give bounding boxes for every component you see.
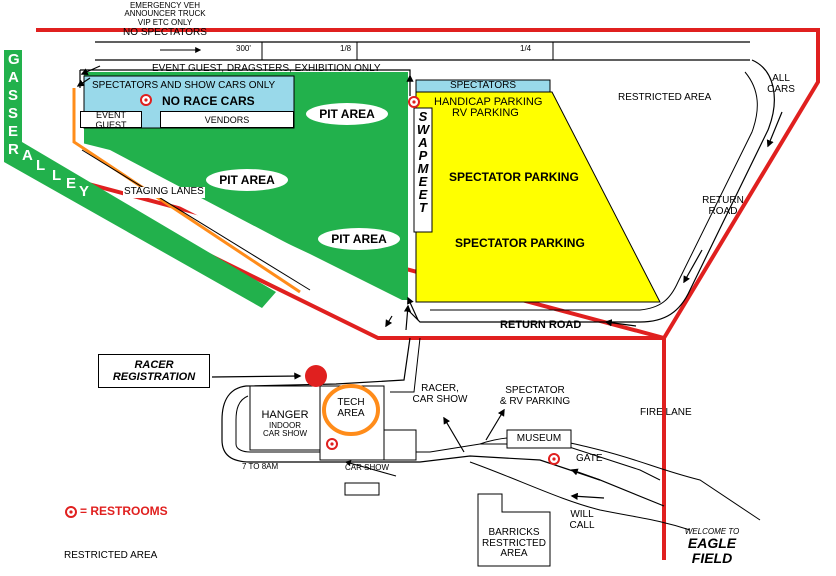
car-show-label: CAR SHOW [345, 463, 389, 472]
return-road-right-inner [430, 71, 758, 311]
no-race-cars-label: NO RACE CARS [162, 94, 255, 108]
gasser-letter: S [8, 105, 19, 122]
pit-area-label: PIT AREA [306, 103, 388, 125]
rv-parking-label: RV PARKING [452, 107, 519, 119]
spectator-parking-label: SPECTATOR PARKING [455, 236, 585, 250]
spectator-rv-parking-label: SPECTATOR& RV PARKING [499, 385, 571, 407]
arrow-spectator [485, 408, 505, 441]
arrow-left-strip [76, 77, 91, 87]
hanger-label: HANGER INDOOR CAR SHOW [261, 409, 309, 438]
distance-1-4-label: 1/4 [520, 44, 532, 53]
staging-lanes-label: STAGING LANES [123, 186, 205, 198]
arrow-gate [570, 468, 601, 481]
spectators-label: SPECTATORS [449, 80, 517, 91]
hanger-building [249, 385, 321, 451]
vendors-box: VENDORS [160, 111, 294, 128]
swap-meet-column [413, 107, 433, 233]
restricted-area-label: RESTRICTED AREA [618, 92, 712, 103]
museum-label: MUSEUM [516, 433, 562, 444]
event-guest-box: EVENT GUEST [80, 110, 142, 130]
welcome-label: WELCOME TO EAGLE FIELD [684, 527, 740, 567]
pit-area-label: PIT AREA [206, 169, 288, 191]
event-guest-only-label: EVENT GUEST, DRAGSTERS, EXHIBITION ONLY [152, 63, 381, 74]
emergency-label: EMERGENCY VEH ANNOUNCER TRUCK VIP ETC ON… [124, 1, 206, 27]
arrow-up-road [403, 304, 412, 331]
alley-letter: L [36, 157, 46, 174]
gasser-alley-strip [4, 50, 276, 308]
staging-lanes-path [66, 140, 380, 306]
tech-building-b [383, 429, 417, 461]
barricks-building [477, 493, 551, 567]
no-spectators-label: NO SPECTATORS [123, 27, 207, 38]
arrow-will-call [570, 492, 605, 500]
restrooms-legend-label: = RESTROOMS [80, 504, 168, 518]
spectators-strip [415, 79, 551, 93]
fire-lane-label: FIRE LANE [640, 407, 692, 418]
arrow-return-right [683, 249, 703, 284]
racer-car-show-label: RACER,CAR SHOW [412, 383, 468, 405]
arrow-car-show [344, 460, 397, 477]
restroom-legend-icon [65, 506, 77, 518]
restricted-area-bottom-label: RESTRICTED AREA [64, 550, 158, 561]
restroom-icon [140, 94, 152, 106]
gasser-letter: G [8, 51, 20, 68]
gate-road [479, 436, 761, 521]
arrow-racer [443, 416, 465, 453]
gasser-letter: R [8, 141, 19, 158]
arrow-pit-entry [385, 315, 393, 328]
spectator-parking-region [415, 91, 661, 303]
return-road-right [407, 59, 775, 323]
restroom-icon [548, 453, 560, 465]
gate-label: GATE [576, 453, 603, 464]
alley-letter: Y [79, 183, 90, 200]
pit-area-label: PIT AREA [318, 228, 400, 250]
arrow-registration [211, 372, 302, 380]
arrow-left-top [80, 65, 101, 75]
handicap-parking-label: HANDICAP PARKING [434, 96, 543, 108]
return-road-label: RETURN ROAD [500, 319, 582, 331]
car-show-building [344, 482, 380, 496]
staging-black-line [81, 149, 311, 291]
gasser-letter: E [8, 123, 19, 140]
alley-letter: A [22, 147, 33, 164]
registration-marker [305, 365, 327, 387]
distance-300-label: 300' [236, 44, 251, 53]
gasser-letter: S [8, 87, 19, 104]
alley-letter: L [52, 167, 62, 184]
arrow-return-corner [407, 296, 419, 321]
gasser-letter: A [8, 69, 19, 86]
gate-road-lower [469, 461, 691, 531]
arrow-all-cars [766, 111, 783, 148]
lower-access-road [221, 337, 665, 507]
spectators-show-cars-label: SPECTATORS AND SHOW CARS ONLY [92, 80, 276, 91]
alley-letter: E [66, 175, 77, 192]
distance-1-8-label: 1/8 [340, 44, 352, 53]
staging-orange-line [72, 88, 301, 294]
arrow-return-bottom [604, 319, 637, 327]
restroom-icon [326, 438, 338, 450]
time-7-to-8-label: 7 TO 8AM [242, 462, 279, 471]
spectator-parking-label: SPECTATOR PARKING [449, 170, 579, 184]
tech-area-circle [322, 384, 380, 436]
restroom-icon [408, 96, 420, 108]
museum-building [506, 429, 572, 449]
